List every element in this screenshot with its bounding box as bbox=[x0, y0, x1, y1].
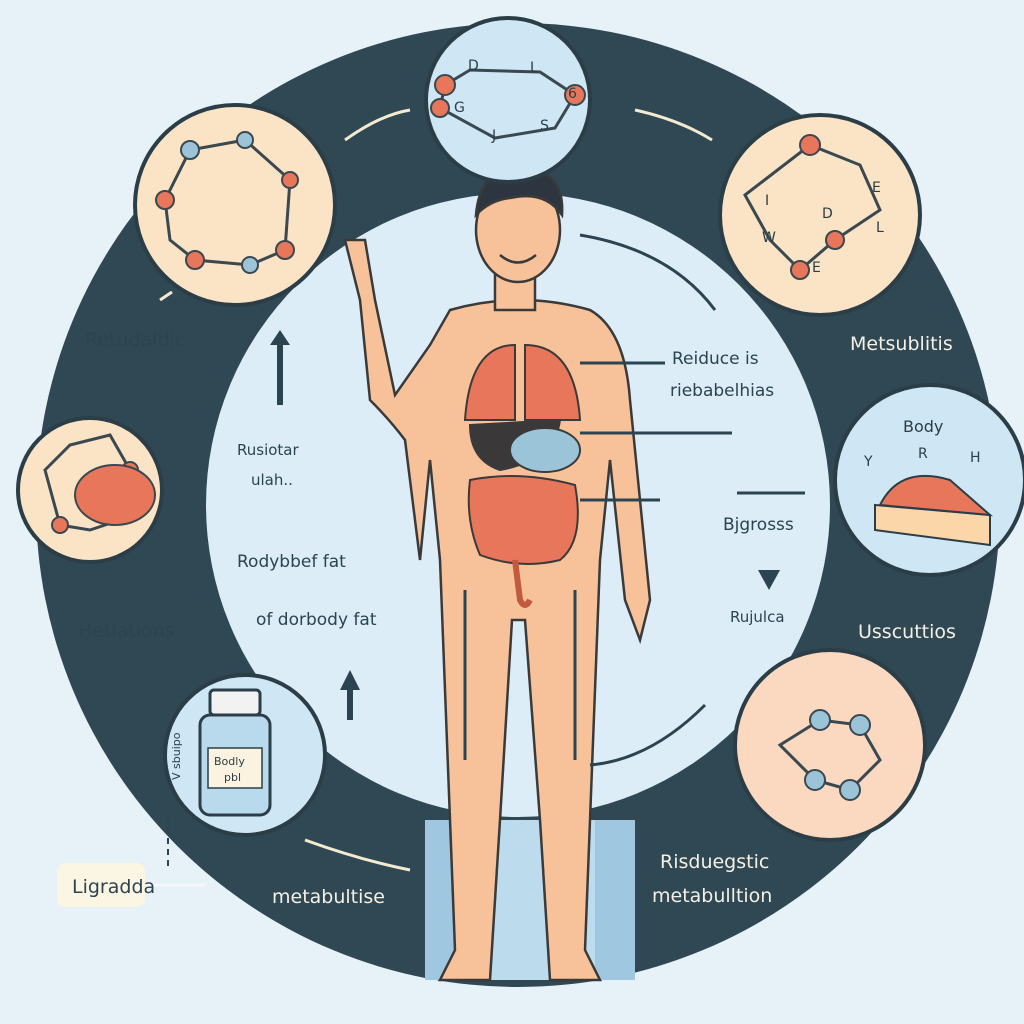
tr-letter-2: E bbox=[872, 180, 881, 196]
label-upper-left-1: Rusiotar bbox=[237, 441, 299, 459]
bottle-label-2: pbl bbox=[224, 771, 241, 784]
label-middle-right: Bjgrosss bbox=[723, 515, 794, 535]
molecule-atoms-blue bbox=[180, 131, 871, 801]
callout-label: Ligradda bbox=[72, 876, 155, 898]
right-letter-1: Y bbox=[863, 454, 873, 470]
label-middle-left-1: Rodybbef fat bbox=[237, 552, 346, 572]
top-letter-5: J bbox=[491, 128, 496, 144]
left-lung-icon bbox=[463, 343, 516, 421]
organs bbox=[463, 343, 582, 608]
cycle-arrows bbox=[159, 108, 713, 872]
label-upper-left-2: ulah.. bbox=[251, 471, 293, 489]
bottle-side-text: V sbuipo bbox=[170, 732, 183, 780]
bottle-label-1: Bodly bbox=[214, 755, 245, 768]
supplement-bottle-icon bbox=[198, 688, 272, 817]
label-left: Hetiations bbox=[78, 620, 175, 642]
intestines-icon bbox=[467, 475, 579, 565]
circle-top bbox=[424, 16, 592, 184]
label-bottom-right-1: Risduegstic bbox=[660, 851, 769, 873]
arrow-down-icon bbox=[758, 570, 780, 590]
arrow-up-icon bbox=[340, 670, 360, 690]
label-upper-right-1: Reiduce is bbox=[672, 349, 759, 369]
tr-letter-3: D bbox=[822, 206, 833, 222]
body-arrow bbox=[579, 233, 717, 311]
callout-box bbox=[57, 863, 145, 907]
label-middle-left-2: of dorbody fat bbox=[256, 610, 377, 630]
arrows bbox=[270, 330, 780, 720]
smile bbox=[499, 254, 537, 264]
molecule-atoms bbox=[51, 74, 845, 534]
label-lower-right: Rujulca bbox=[730, 608, 785, 626]
top-letter-1: D bbox=[468, 58, 479, 74]
leg-arrow bbox=[589, 703, 707, 767]
arrow-up-icon-2 bbox=[270, 330, 290, 345]
colon bbox=[512, 559, 533, 608]
label-top-right: Metsublitis bbox=[850, 333, 953, 355]
top-letter-6: S bbox=[540, 118, 549, 134]
stomach-icon bbox=[509, 427, 581, 473]
tr-letter-6: E bbox=[812, 260, 821, 276]
right-letter-2: R bbox=[918, 446, 928, 462]
human-figure bbox=[343, 166, 652, 982]
top-letter-2: L bbox=[530, 60, 538, 76]
fat-tissue-icon bbox=[874, 474, 993, 547]
label-top-left: Retudaldic bbox=[85, 329, 185, 351]
right-circle-title: Body bbox=[903, 417, 943, 436]
label-right: Usscuttios bbox=[858, 621, 956, 643]
tr-letter-1: I bbox=[765, 193, 769, 209]
label-bottom-right-2: metabulltion bbox=[652, 885, 772, 907]
tr-letter-4: W bbox=[762, 230, 776, 246]
right-lung-icon bbox=[524, 343, 582, 421]
circle-top-right bbox=[718, 113, 922, 317]
label-bottom-center: metabultise bbox=[272, 886, 385, 908]
top-letter-4: G bbox=[454, 100, 465, 116]
right-letter-3: H bbox=[970, 450, 981, 466]
label-upper-right-2: riebabelhias bbox=[670, 381, 774, 401]
body-silhouette bbox=[343, 238, 652, 982]
tr-letter-5: L bbox=[876, 220, 884, 236]
top-letter-3: 6 bbox=[568, 86, 577, 102]
circle-bottom-right bbox=[733, 648, 927, 842]
callout-lines bbox=[463, 361, 805, 760]
